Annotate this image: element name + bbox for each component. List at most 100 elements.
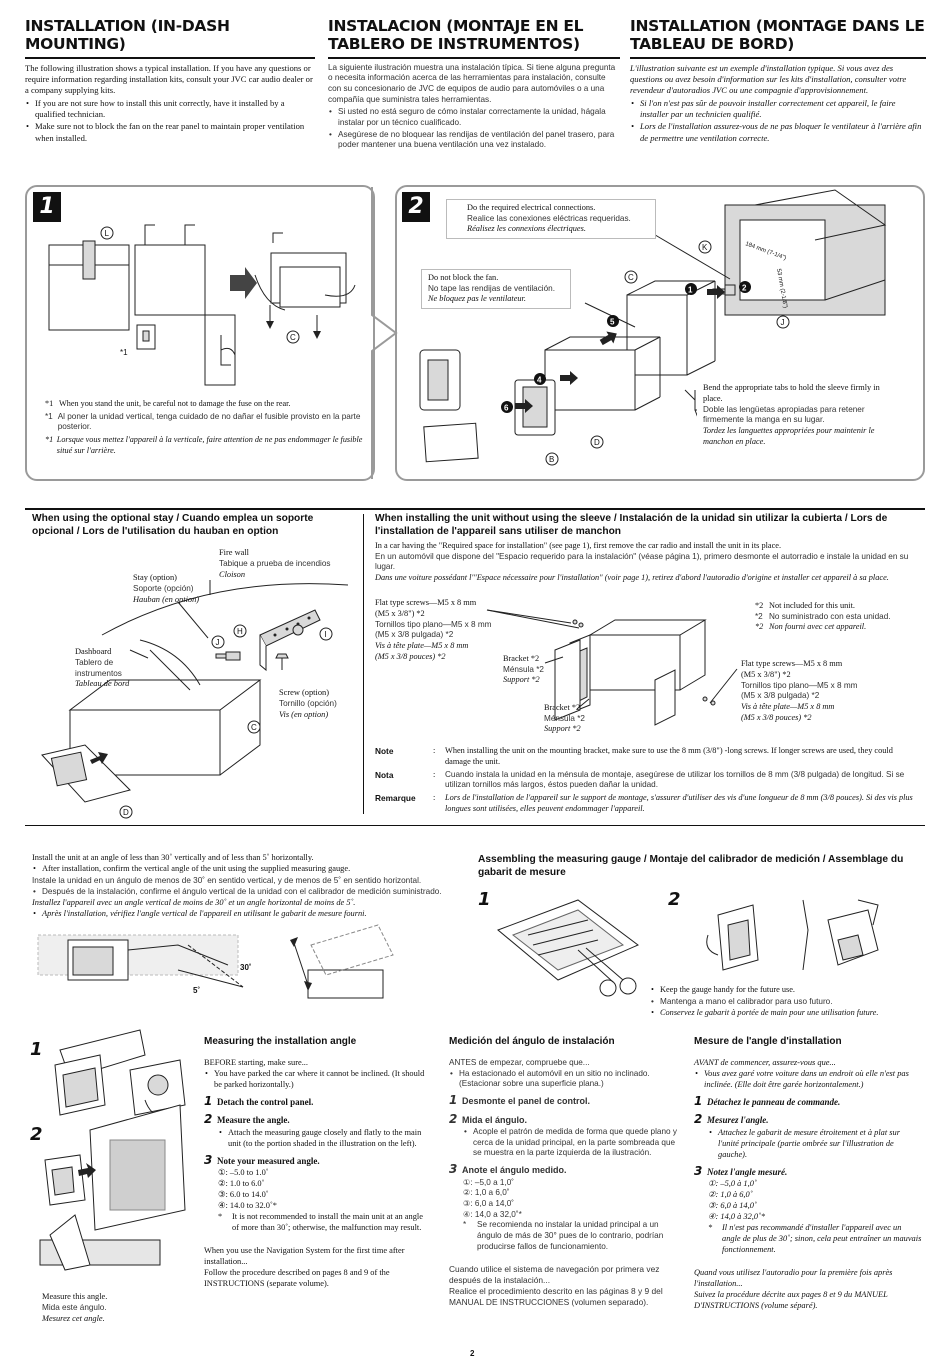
callout-fan-fr: Ne bloquez pas le ventilateur.: [428, 294, 526, 304]
measure-caption-fr: Mesurez cet angle.: [42, 1313, 105, 1323]
note-label: Note: [375, 746, 394, 756]
angle-30-label: 30˚: [240, 963, 252, 972]
gauge-keep-en: Keep the gauge handy for the future use.: [650, 985, 920, 996]
measure-step-2: 2: [30, 1124, 43, 1145]
measure-col-es: Medición del ángulo de instalación ANTES…: [449, 1035, 677, 1308]
nosleeve-intro-fr: Dans une voiture possédant l'"Espace néc…: [375, 573, 889, 583]
stay-es: Soporte (opción): [133, 583, 194, 593]
br1-fr: Support *2: [503, 675, 540, 685]
step2-ref-c: C: [628, 273, 634, 282]
callout-bend: Bend the appropriate tabs to hold the sl…: [697, 380, 907, 451]
angle-es: Instale la unidad en un ángulo de menos …: [32, 875, 422, 885]
step1-panel: [25, 185, 375, 481]
step2-ref-b: B: [549, 455, 554, 464]
br2-fr: Support *2: [544, 724, 581, 734]
stay-ref-j: J: [216, 638, 220, 647]
m-es-foot2: Realice el procedimiento descrito en las…: [449, 1286, 663, 1308]
step2-ref-d: D: [594, 438, 600, 447]
gauge-step-1: 1: [478, 889, 491, 910]
m-es-r4: ④: 14,0 a 32,0˚*: [463, 1209, 522, 1219]
step1-note-es: Al poner la unidad vertical, tenga cuida…: [57, 411, 361, 432]
m-en-star: *: [218, 1212, 223, 1222]
angle-5-label: 5˚: [193, 986, 200, 995]
step1-note-en: When you stand the unit, be careful not …: [59, 399, 291, 408]
firewall-es: Tabique a prueba de incendios: [219, 558, 331, 568]
marker-4: 4: [537, 376, 542, 385]
m-es-s1: Desmonte el panel de control.: [462, 1095, 591, 1106]
dashboard-label: Dashboard Tablero de instrumentos Tablea…: [75, 647, 129, 690]
m-fr-warn: Il n'est pas recommandé d'installer l'ap…: [722, 1223, 922, 1254]
nosleeve-intro: In a car having the "Required space for …: [375, 541, 923, 584]
gauge-illustration: [497, 899, 879, 997]
callout-bend-es: Doble las lengüetas apropiadas para rete…: [703, 404, 865, 425]
intro-fr: L'illustration suivante est un exemple d…: [630, 62, 907, 95]
marker-5: 5: [610, 318, 615, 327]
stay-fr: Hauban (en option): [133, 594, 200, 604]
dashboard-es-2: instrumentos: [75, 668, 122, 678]
measure-title-es: Medición del ángulo de instalación: [449, 1036, 615, 1047]
gauge-keep-es: Mantenga a mano el calibrador para uso f…: [650, 997, 920, 1008]
stay-en: Stay (option): [133, 573, 177, 582]
firewall-fr: Cloison: [219, 569, 246, 579]
title-fr: INSTALLATION (MONTAGE DANS LE TABLEAU DE…: [630, 17, 925, 53]
screw-label: Screw (option) Tornillo (opción) Vis (en…: [279, 688, 337, 721]
m-es-r1: ①: –5,0 a 1,0˚: [463, 1177, 515, 1187]
callout-electrical: Do the required electrical connections. …: [446, 199, 656, 240]
fs1-fr2: (M5 x 3/8 pouces) *2: [375, 651, 446, 661]
step1-ref-l: L: [105, 229, 110, 238]
fs2-fr2: (M5 x 3/8 pouces) *2: [741, 712, 812, 722]
intro-es: La siguiente ilustración muestra una ins…: [328, 62, 616, 104]
marker-2: 2: [742, 284, 747, 293]
m-en-s2: Measure the angle.: [217, 1115, 290, 1126]
m-en-s1n: 1: [204, 1093, 213, 1108]
flat-screws-left: Flat type screws—M5 x 8 mm (M5 x 3/8") *…: [375, 598, 492, 662]
measure-col-fr: Mesure de l'angle d'installation AVANT d…: [694, 1035, 922, 1311]
fs2-es2: (M5 x 3/8 pulgada) *2: [741, 691, 820, 701]
m-en-foot2: Follow the procedure described on pages …: [204, 1267, 390, 1288]
angle-text: Install the unit at an angle of less tha…: [32, 853, 457, 921]
n2-mark-es: *2: [755, 611, 763, 621]
step1-note-fr: Lorsque vous mettez l'appareil à la vert…: [56, 434, 363, 455]
measure-col-en: Measuring the installation angle BEFORE …: [204, 1035, 429, 1290]
screw-en: Screw (option): [279, 688, 330, 697]
m-fr-s1n: 1: [694, 1093, 703, 1108]
m-es-b1: Ha estacionado el automóvil en un sitio …: [449, 1069, 677, 1090]
m-en-r2: ②: 1.0 to 6.0˚: [218, 1179, 265, 1189]
step2-badge: 2: [402, 192, 430, 222]
m-es-s2n: 2: [449, 1111, 458, 1126]
m-en-r4: ④: 14.0 to 32.0˚*: [218, 1201, 277, 1211]
intro-en: The following illustration shows a typic…: [25, 62, 313, 95]
note-fr: Lors de l'installation de l'appareil sur…: [445, 792, 913, 813]
angle-illustration: 5˚ 30˚: [37, 924, 394, 999]
callout-electrical-fr: Réalisez les connexions électriques.: [467, 224, 586, 234]
remarque-label: Remarque: [375, 792, 416, 803]
m-fr-s1: Détachez le panneau de commande.: [707, 1096, 841, 1107]
m-en-s2b: Attach the measuring gauge closely and f…: [218, 1128, 429, 1150]
stay-illustration: J H I C D: [41, 580, 349, 819]
fs2-en: Flat type screws—M5 x 8 mm: [741, 659, 843, 668]
m-fr-s3n: 3: [694, 1163, 703, 1178]
br1-es: Ménsula *2: [503, 664, 544, 674]
angle-fr: Installez l'appareil avec un angle verti…: [32, 898, 356, 908]
firewall-label: Fire wall Tabique a prueba de incendios …: [219, 548, 331, 581]
fs2-es: Tornillos tipo plano—M5 x 8 mm: [741, 680, 858, 690]
m-es-s1n: 1: [449, 1092, 458, 1107]
bullet-fr-1: Si l'on n'est pas sûr de pouvoir install…: [630, 98, 926, 120]
nosleeve-notes: Note:When installing the unit on the mou…: [375, 746, 920, 814]
angle-en: Install the unit at an angle of less tha…: [32, 853, 314, 862]
m-en-before: BEFORE starting, make sure...: [204, 1058, 308, 1067]
step2-panel: [395, 185, 925, 481]
m-en-warn: It is not recommended to install the mai…: [232, 1212, 423, 1232]
stay-ref-i: I: [325, 630, 327, 639]
gauge-keep-fr: Conservez le gabarit à portée de main po…: [650, 1008, 920, 1019]
fs1-en: Flat type screws—M5 x 8 mm: [375, 598, 477, 607]
br1-en: Bracket *2: [503, 654, 540, 663]
nosleeve-illustration: [486, 609, 738, 726]
firewall-en: Fire wall: [219, 548, 250, 557]
header-column-fr: INSTALLATION (MONTAGE DANS LE TABLEAU DE…: [630, 17, 926, 145]
step1-ref-c: C: [290, 333, 296, 342]
dashboard-fr: Tableau de bord: [75, 679, 130, 689]
bullet-fr-2: Lors de l'installation assurez-vous de n…: [630, 121, 926, 143]
m-fr-before: AVANT de commencer, assurez-vous que...: [694, 1058, 836, 1067]
